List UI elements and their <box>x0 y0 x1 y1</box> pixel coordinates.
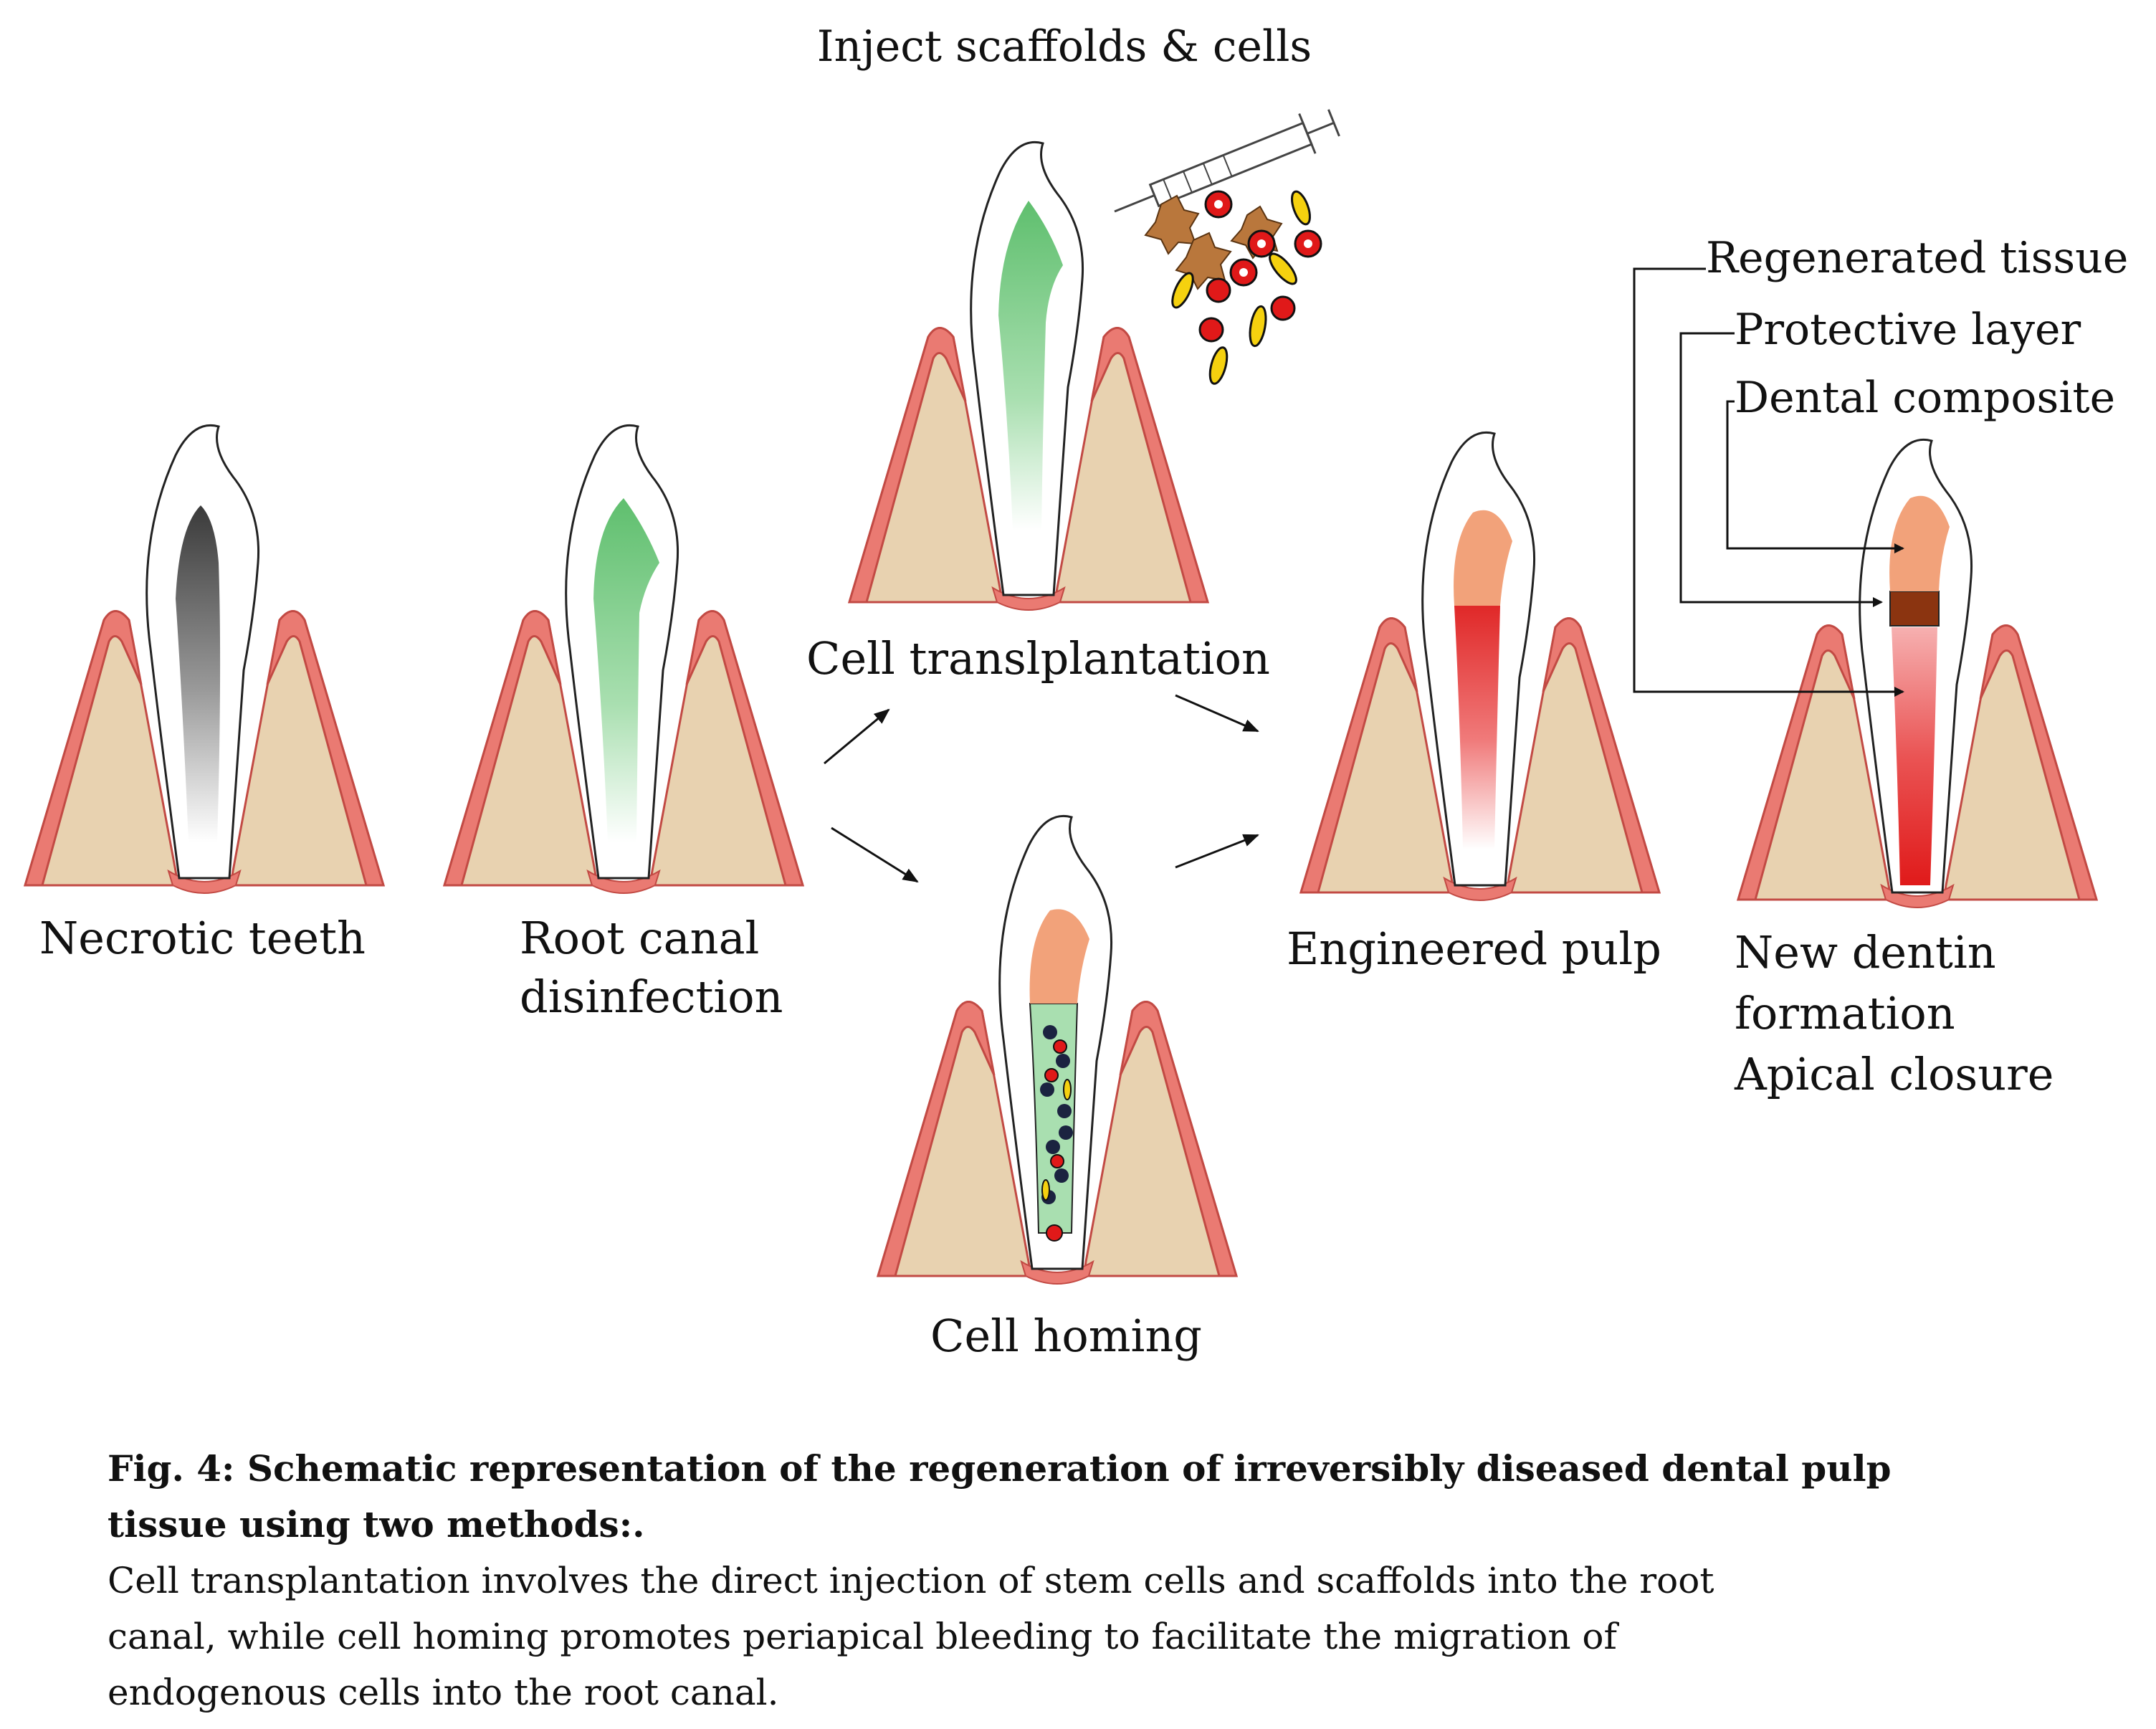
label-engineered: Engineered pulp <box>1287 923 1661 975</box>
callout-regenerated: Regenerated tissue <box>1706 233 2128 283</box>
callout-composite: Dental composite <box>1735 373 2115 423</box>
tooth-engineered <box>1299 431 1661 902</box>
label-new-dentin-1: New dentin <box>1735 926 1996 978</box>
label-transplantation: Cell translplantation <box>806 632 1270 685</box>
composite-cap <box>1889 495 1950 591</box>
protective-layer <box>1889 591 1940 627</box>
composite-cap <box>1454 510 1512 606</box>
cell-cluster <box>1144 190 1322 385</box>
caption-title-line-1: Fig. 4: Schematic representation of the … <box>108 1447 1892 1490</box>
tooth-disinfection <box>443 424 804 895</box>
tooth-new-dentin <box>1737 438 2098 909</box>
callout-protective: Protective layer <box>1735 305 2081 355</box>
label-homing: Cell homing <box>930 1310 1202 1362</box>
callout-lines <box>1633 267 1904 697</box>
caption-title-line-2: tissue using two methods:. <box>108 1503 645 1545</box>
flow-arrows <box>824 694 1259 883</box>
necrotic-pulp <box>176 505 221 842</box>
composite-cap <box>1029 909 1089 1004</box>
caption-body-line-3: endogenous cells into the root canal. <box>108 1672 779 1713</box>
caption-body-line-1: Cell transplantation involves the direct… <box>108 1560 1714 1601</box>
tooth-transplantation <box>848 140 1209 611</box>
top-label: Inject scaffolds & cells <box>817 22 1312 72</box>
scaffold-fill <box>998 201 1063 530</box>
label-disinfection-1: Root canal <box>520 912 759 964</box>
pulp-fill <box>1454 606 1500 849</box>
label-new-dentin-2: formation <box>1735 987 1955 1039</box>
tooth-necrotic <box>24 424 385 895</box>
label-disinfection-2: disinfection <box>520 971 783 1023</box>
label-necrotic: Necrotic teeth <box>39 912 366 964</box>
tooth-homing <box>877 814 1238 1285</box>
scaffold-fill <box>593 498 659 842</box>
figure-caption: Fig. 4: Schematic representation of the … <box>108 1441 2043 1720</box>
label-apical: Apical closure <box>1734 1048 2054 1100</box>
caption-body-line-2: canal, while cell homing promotes periap… <box>108 1616 1618 1657</box>
syringe-icon <box>1114 109 1340 213</box>
